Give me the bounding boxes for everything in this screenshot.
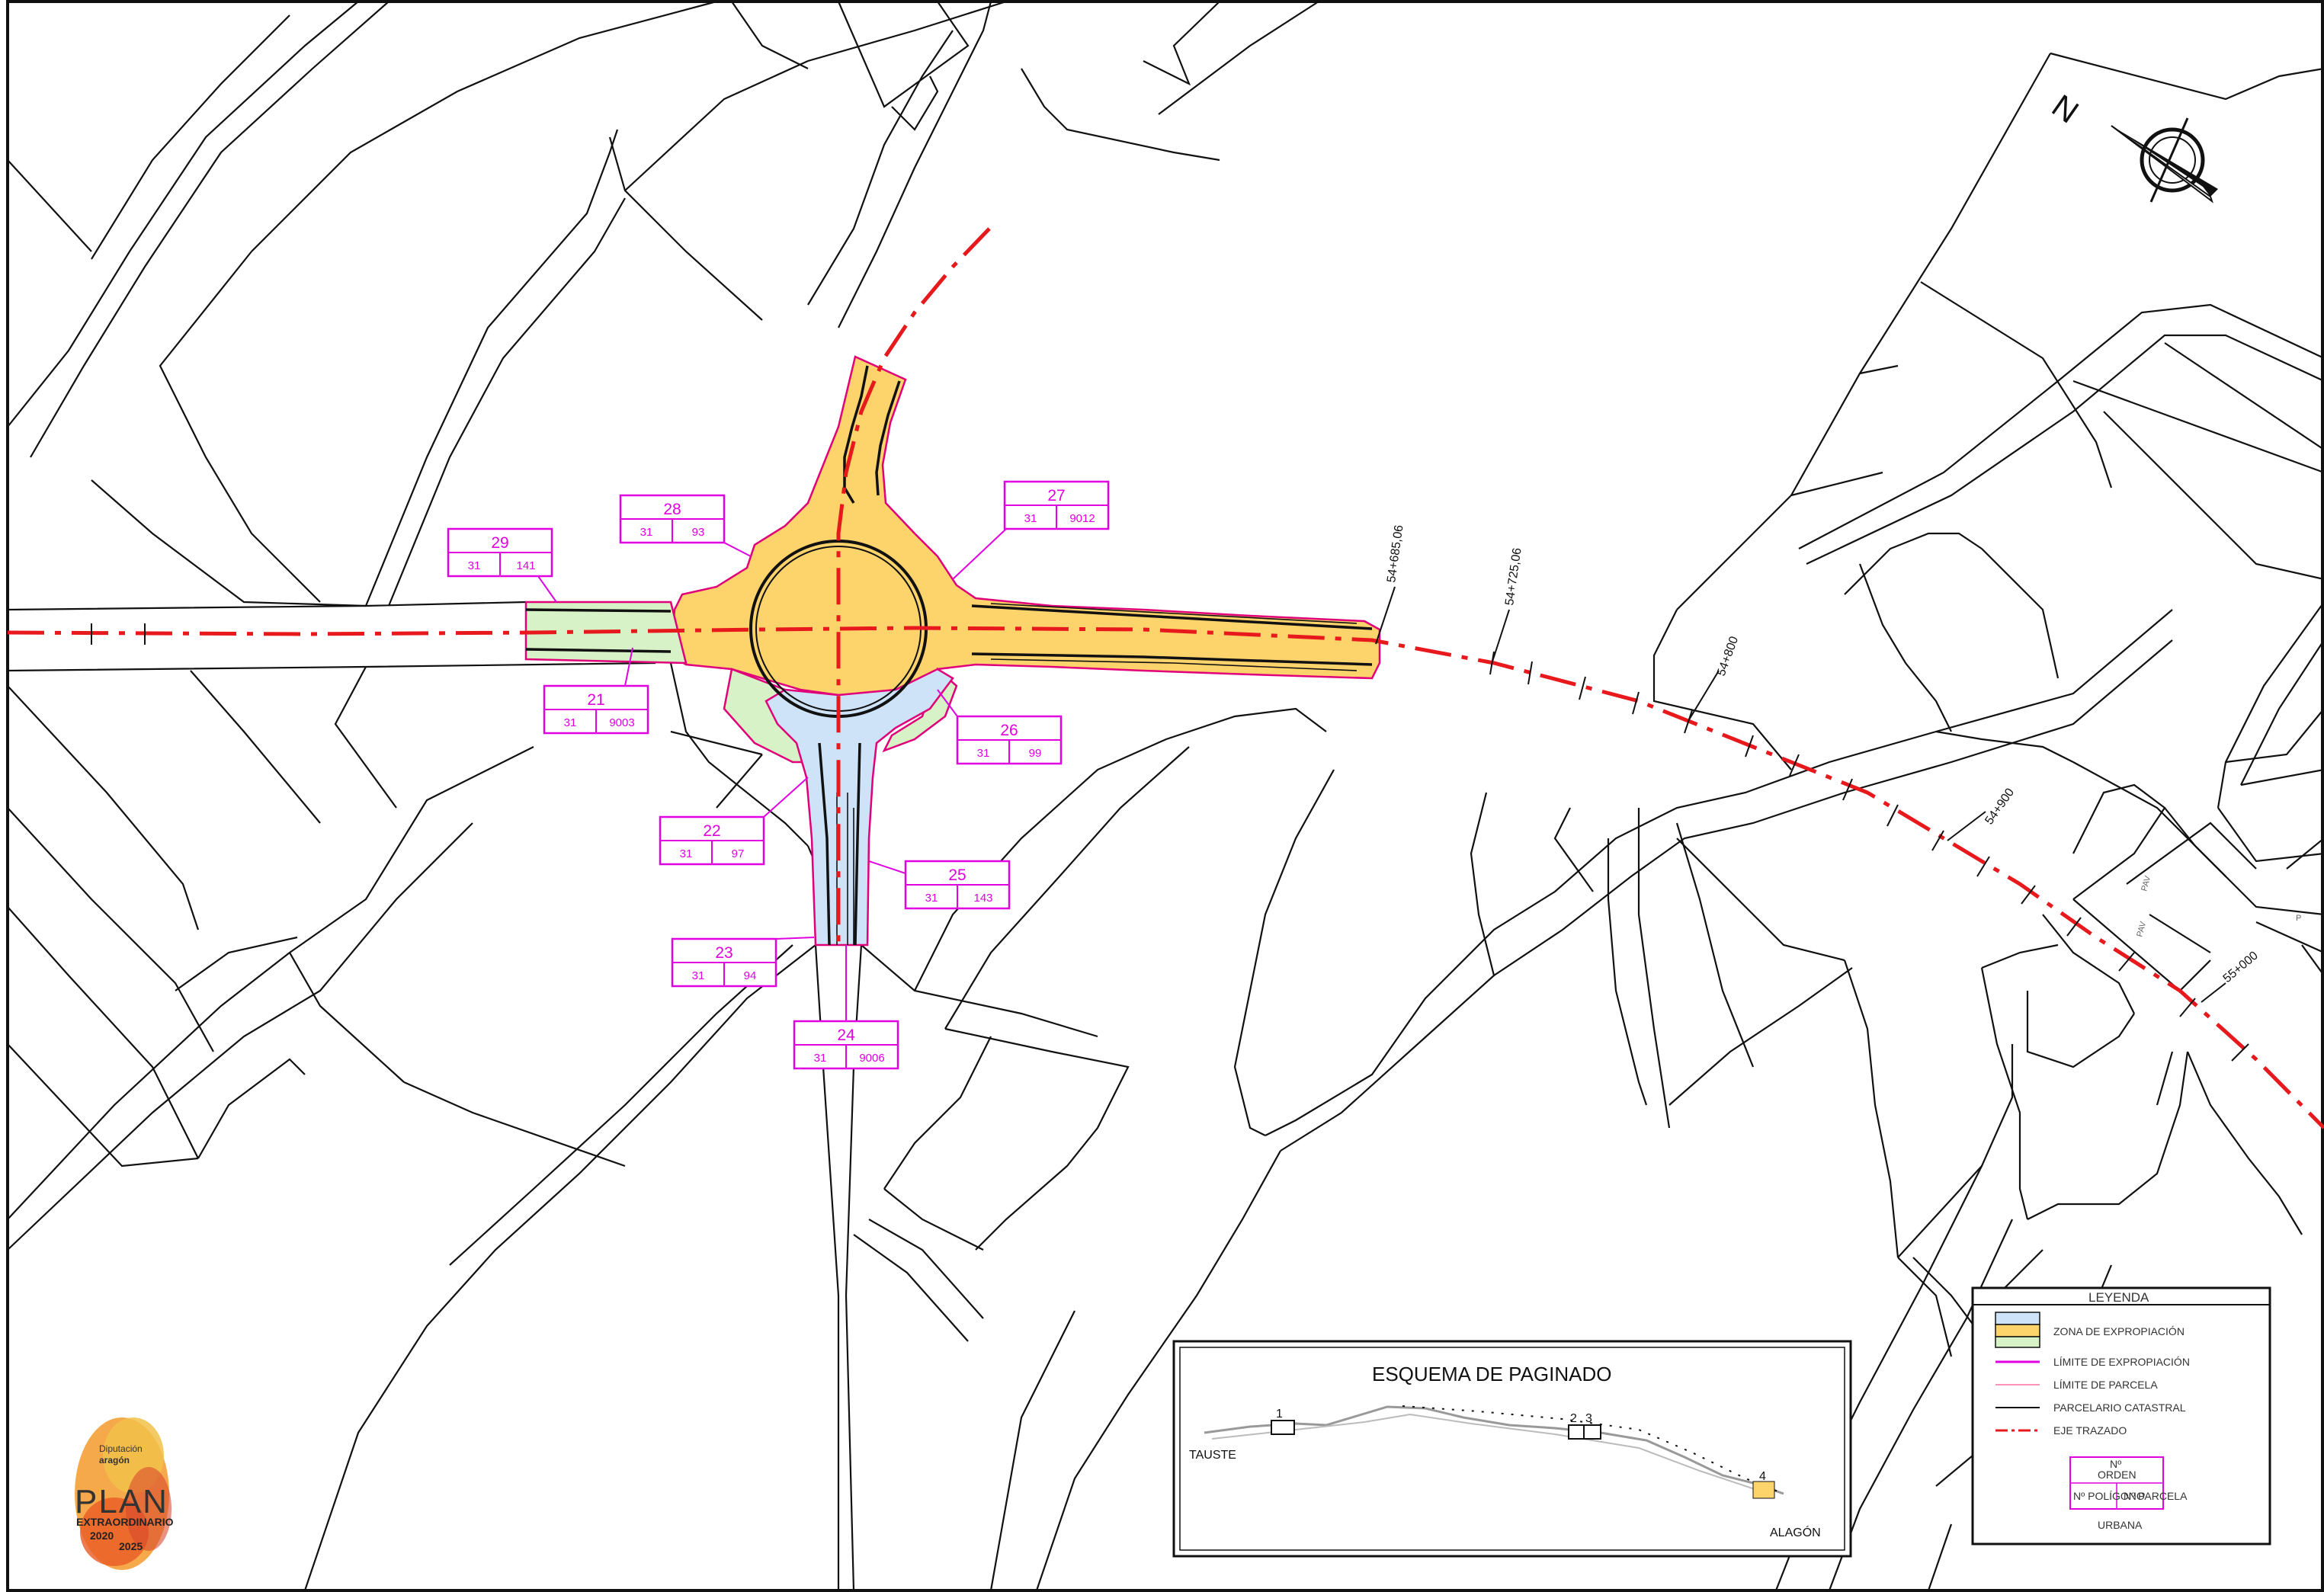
legend-swatch-blue [1995, 1312, 2040, 1325]
esquema-paginado: ESQUEMA DE PAGINADO 1 2 3 4 TAUSTE ALAGÓ… [1172, 1340, 1852, 1558]
parcel-number: 94 [744, 969, 757, 982]
legend-swatch-green [1995, 1336, 2040, 1348]
legend-swatch-yellow [1995, 1324, 2040, 1337]
parcel-tag: 21 31 9003 [543, 684, 649, 735]
parcel-order: 21 [587, 691, 604, 709]
parcel-tiny-label: PAV [2140, 874, 2153, 892]
parcel-tag: 25 31 143 [904, 860, 1011, 910]
legend-key-line2: ORDEN [2098, 1469, 2136, 1481]
parcel-order: 25 [948, 866, 966, 884]
parcel-tag: 28 31 93 [619, 494, 726, 544]
parcel-number: 9006 [859, 1052, 884, 1065]
legend: LEYENDA ZONA DE EXPROPIACIÓN LÍMITE DE E… [1971, 1286, 2271, 1546]
esquema-title: ESQUEMA DE PAGINADO [1372, 1363, 1611, 1385]
legend-footer: URBANA [2098, 1519, 2143, 1531]
esquema-end: ALAGÓN [1770, 1525, 1821, 1539]
legend-item-label: PARCELARIO CATASTRAL [2053, 1401, 2186, 1414]
parcel-tag: 24 31 9006 [793, 1020, 899, 1070]
parcel-order: 28 [663, 501, 681, 518]
parcel-tags: 29 31 141 28 31 93 27 31 9012 [447, 480, 1110, 1070]
parcel-number: 9012 [1069, 512, 1095, 525]
esquema-start: TAUSTE [1189, 1449, 1236, 1462]
parcel-number: 93 [692, 526, 705, 539]
cadastral-parcels [7, 0, 2324, 1591]
north-letter: N [2046, 88, 2085, 130]
chainage-label: 55+000 [2221, 949, 2261, 985]
plan-logo: Diputación aragón PLAN EXTRAORDINARIO 20… [75, 1417, 174, 1570]
chainage-label: 54+725,06 [1503, 547, 1524, 607]
logo-mid: EXTRAORDINARIO [76, 1516, 174, 1528]
parcel-order: 26 [1000, 722, 1018, 739]
parcel-tiny-label: PAV [2135, 920, 2148, 937]
esquema-page-number: 4 [1759, 1470, 1766, 1483]
parcel-poligono: 31 [640, 526, 653, 539]
parcel-poligono: 31 [977, 747, 990, 760]
esquema-page-number: 3 [1585, 1412, 1592, 1425]
logo-year-end: 2025 [119, 1540, 143, 1552]
axis-ticks [91, 586, 2249, 1062]
logo-line1: Diputación [99, 1443, 143, 1454]
parcel-number: 143 [973, 892, 992, 905]
parcel-poligono: 31 [925, 892, 938, 905]
parcel-tiny-label: P [2296, 914, 2301, 923]
parcel-tag: 26 31 99 [956, 715, 1063, 765]
parcel-poligono: 31 [468, 559, 481, 572]
parcel-tag: 22 31 97 [659, 815, 765, 866]
chainage-label: 54+900 [1983, 786, 2017, 827]
chainage-label: 54+685,06 [1385, 524, 1406, 584]
esquema-page-number: 2 [1570, 1412, 1577, 1425]
parcel-poligono: 31 [680, 847, 693, 860]
parcel-order: 27 [1047, 487, 1065, 505]
legend-key-line1: Nº [2110, 1458, 2121, 1470]
legend-title: LEYENDA [2088, 1290, 2149, 1305]
parcel-poligono: 31 [692, 969, 705, 982]
drawing-frame [6, 0, 2324, 1592]
logo-big: PLAN [75, 1483, 168, 1520]
parcel-number: 99 [1029, 747, 1042, 760]
parcel-poligono: 31 [814, 1052, 827, 1065]
chainage-label: 54+800 [1715, 635, 1741, 677]
esquema-page-number: 1 [1276, 1408, 1283, 1421]
parcel-tag: 29 31 141 [447, 527, 553, 578]
legend-key-left: Nº POLÍGONO [2073, 1490, 2145, 1502]
parcel-tag: 27 31 9012 [1003, 480, 1110, 530]
parcel-poligono: 31 [1024, 512, 1037, 525]
parcel-number: 97 [732, 847, 745, 860]
legend-item-label: LÍMITE DE EXPROPIACIÓN [2053, 1356, 2190, 1368]
legend-item-label: EJE TRAZADO [2053, 1424, 2127, 1437]
logo-line2: aragón [99, 1455, 130, 1465]
parcel-number: 9003 [609, 716, 634, 729]
logo-year-start: 2020 [90, 1530, 114, 1542]
legend-item-label: ZONA DE EXPROPIACIÓN [2053, 1325, 2185, 1337]
parcel-order: 23 [715, 944, 732, 962]
parcel-tag: 23 31 94 [671, 937, 777, 988]
north-arrow-icon: N [2046, 88, 2218, 203]
parcel-order: 29 [491, 534, 508, 552]
axis-lines [7, 227, 2324, 1129]
parcel-order: 24 [837, 1027, 855, 1044]
legend-key-right: Nº PARCELA [2124, 1490, 2188, 1502]
legend-item-label: LÍMITE DE PARCELA [2053, 1379, 2158, 1391]
parcel-order: 22 [703, 822, 720, 840]
parcel-number: 141 [516, 559, 535, 572]
parcel-poligono: 31 [564, 716, 577, 729]
